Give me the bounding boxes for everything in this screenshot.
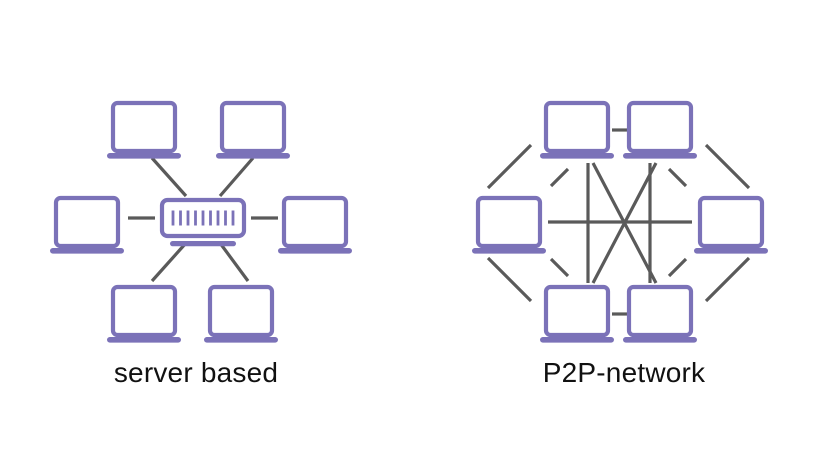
laptop-icon	[623, 284, 697, 343]
connection-line	[667, 257, 688, 278]
connection-line	[150, 156, 188, 198]
laptop-icon	[623, 100, 697, 159]
connection-line	[150, 241, 188, 283]
connection-line	[218, 156, 255, 198]
switch-layer	[159, 197, 247, 247]
panel-label-server-based: server based	[113, 357, 279, 388]
laptop-icon	[540, 100, 614, 159]
laptop-icon	[278, 195, 352, 254]
connection-line	[704, 256, 751, 303]
laptop-icon	[107, 284, 181, 343]
laptop-icon	[50, 195, 124, 254]
device-nodes-layer	[50, 100, 768, 343]
switch-base-bar	[170, 241, 236, 247]
laptop-icon	[204, 284, 278, 343]
connection-line	[549, 257, 570, 278]
connection-lines-layer	[128, 128, 751, 316]
connection-line	[667, 167, 688, 188]
laptop-icon	[216, 100, 290, 159]
connection-line	[486, 143, 533, 190]
connection-line	[549, 167, 570, 188]
panel-label-p2p-network: P2P-network	[542, 357, 706, 388]
connection-line	[704, 143, 751, 190]
laptop-icon	[540, 284, 614, 343]
laptop-icon	[694, 195, 768, 254]
laptop-icon	[107, 100, 181, 159]
laptop-icon	[472, 195, 546, 254]
network-switch-icon	[159, 197, 247, 247]
connection-line	[591, 162, 658, 284]
connection-line	[486, 256, 533, 303]
connection-line	[218, 242, 250, 282]
